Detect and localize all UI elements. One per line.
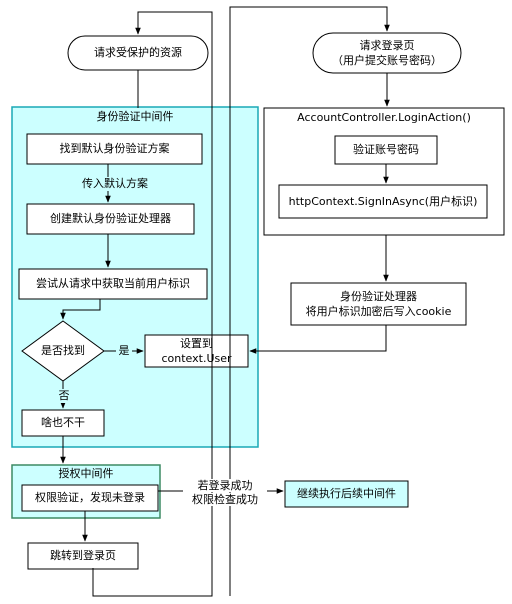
success-label-1: 若登录成功 — [183, 479, 267, 492]
login-page-label-2: （用户提交账号密码） — [332, 53, 442, 67]
verify-account-node — [334, 135, 438, 165]
create-default-handler-node — [26, 203, 195, 235]
set-context-label-2: context.User — [161, 351, 232, 365]
try-get-user-label: 尝试从请求中获取当前用户标识 — [36, 277, 190, 290]
create-default-handler-label: 创建默认身份验证处理器 — [50, 212, 171, 225]
authz-check-label: 权限验证，发现未登录 — [35, 491, 145, 504]
find-default-scheme-label: 找到默认身份验证方案 — [59, 142, 170, 155]
do-nothing-label: 啥也不干 — [41, 416, 85, 429]
do-nothing-node — [21, 409, 105, 437]
handler-label-1: 身份验证处理器 — [340, 289, 417, 303]
set-context-node — [144, 334, 249, 368]
no-label: 否 — [56, 389, 72, 403]
redirect-login-node — [27, 542, 139, 570]
redirect-login-label: 跳转到登录页 — [50, 549, 116, 562]
handler-node — [290, 282, 467, 326]
continue-next-node — [284, 480, 409, 508]
authn-middleware-title: 身份验证中间件 — [96, 110, 174, 123]
sign-in-async-label: httpContext.SignInAsync(用户标识) — [288, 194, 478, 208]
found-decision-label: 是否找到 — [41, 344, 85, 357]
success-label-2: 权限检查成功 — [183, 493, 267, 506]
authz-check-node — [21, 484, 159, 512]
continue-next-label: 继续执行后续中间件 — [297, 487, 396, 500]
login-page-label-1: 请求登录页 — [359, 38, 415, 52]
sign-in-async-node — [278, 184, 488, 219]
verify-account-label: 验证账号密码 — [353, 143, 419, 156]
login-action-title: AccountController.LoginAction() — [297, 111, 471, 124]
edge-redirect-loop — [92, 11, 213, 597]
handler-label-2: 将用户标识加密后写入cookie — [305, 304, 452, 318]
edge-to-login-page — [229, 6, 390, 596]
try-get-user-node — [18, 268, 208, 300]
find-default-scheme-node — [26, 133, 203, 165]
protected-resource-label: 请求受保护的资源 — [94, 46, 182, 59]
edge-handler-to-context — [249, 325, 387, 354]
authz-middleware-title: 授权中间件 — [58, 467, 114, 480]
pass-default-scheme-label: 传入默认方案 — [80, 177, 150, 191]
edge-try-to-decision — [60, 299, 101, 320]
yes-label: 是 — [116, 344, 132, 358]
set-context-label-1: 设置到 — [180, 336, 213, 350]
